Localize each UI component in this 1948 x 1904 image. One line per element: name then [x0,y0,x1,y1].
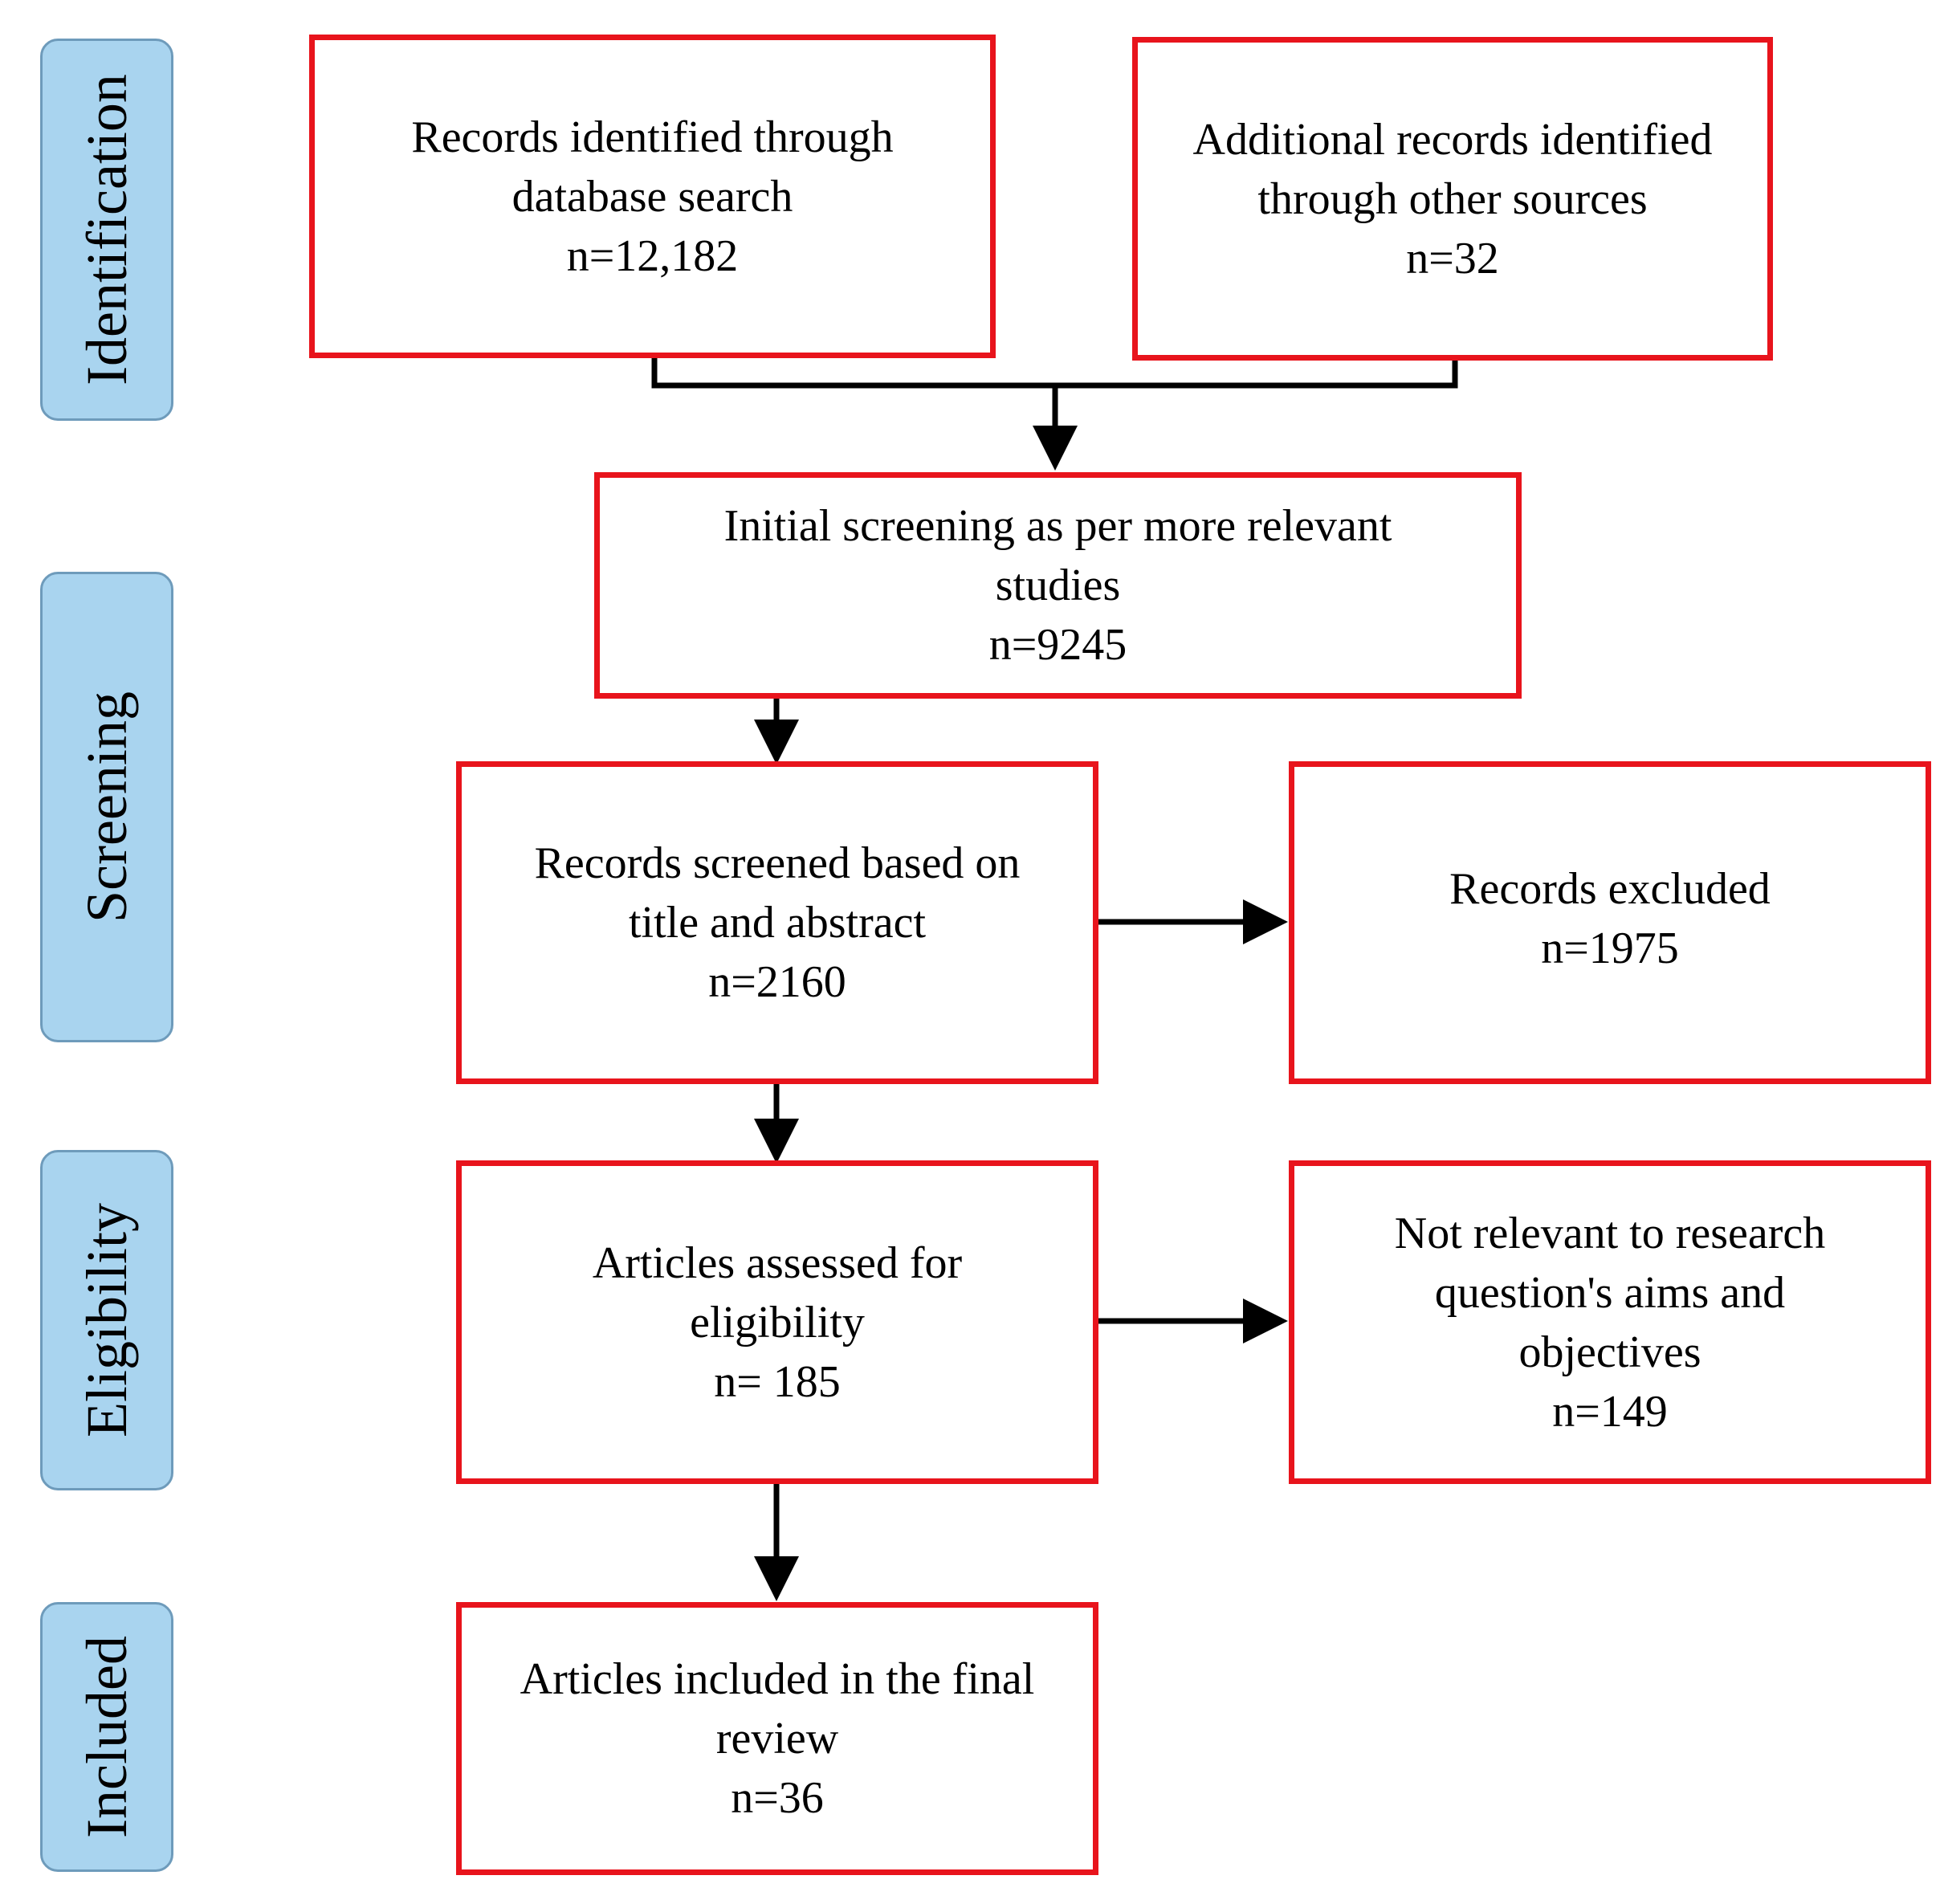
box-not-relevant: Not relevant to research question's aims… [1289,1160,1931,1484]
box-records-excluded: Records excluded n=1975 [1289,761,1931,1084]
box-text-line: eligibility [690,1297,865,1347]
box-text-line: through other sources [1257,173,1648,224]
box-text-line: review [715,1714,839,1763]
box-title-abstract: Records screened based on title and abst… [456,761,1098,1084]
box-text-line: question's aims and [1434,1267,1786,1318]
box-eligibility-assessed: Articles assessed for eligibility n= 185 [456,1160,1098,1484]
box-text-line: Not relevant to research [1394,1208,1826,1258]
box-text-line: Records identified through [411,112,894,162]
stage-screening: Screening [40,572,173,1042]
box-text-line: objectives [1518,1327,1701,1377]
box-database-search: Records identified through database sear… [309,35,996,358]
box-text-line: Articles assessed for [592,1237,963,1288]
box-count: n=1975 [1541,923,1679,973]
box-text-line: Records excluded [1449,864,1771,914]
stage-included: Included [40,1602,173,1872]
box-text-line: Initial screening as per more relevant [723,501,1392,551]
box-count: n=32 [1406,233,1499,283]
box-count: n=9245 [988,620,1127,670]
merge-connector [651,358,1458,389]
box-other-sources: Additional records identified through ot… [1132,37,1773,361]
box-text-line: Records screened based on [534,838,1021,888]
box-initial-screening: Initial screening as per more relevant s… [594,472,1522,699]
box-text-line: database search [511,171,793,222]
box-count: n= 185 [714,1356,841,1407]
stage-eligibility: Eligibility [40,1150,173,1490]
box-count: n=12,182 [566,230,739,281]
box-count: n=2160 [708,957,846,1007]
box-included-final: Articles included in the final review n=… [456,1602,1098,1875]
box-count: n=149 [1552,1386,1668,1437]
stage-identification: Identification [40,39,173,421]
box-count: n=36 [731,1773,824,1823]
box-text-line: title and abstract [628,898,927,948]
box-text-line: studies [995,561,1121,610]
box-text-line: Additional records identified [1192,114,1713,165]
box-text-line: Articles included in the final [520,1654,1035,1704]
